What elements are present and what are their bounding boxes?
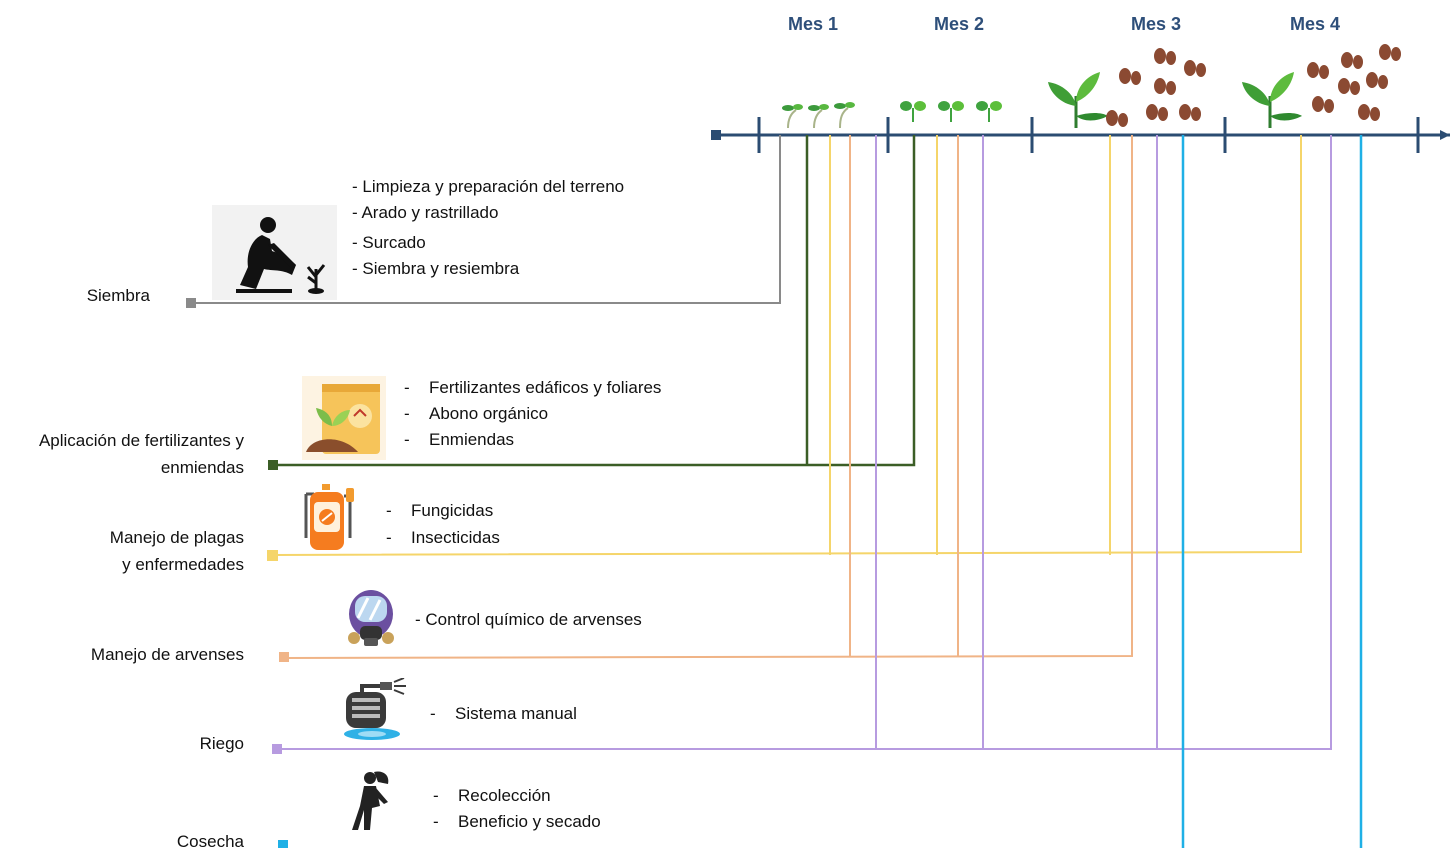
siembra-activity-item: - Limpieza y preparación del terreno — [352, 177, 625, 196]
riego-marker — [272, 744, 282, 754]
plagas-connector — [271, 135, 1302, 556]
siembra-marker — [186, 298, 196, 308]
bullet: - — [404, 404, 410, 423]
bullet: - — [433, 812, 439, 831]
fertilizantes-connector — [274, 135, 916, 467]
harvester-person-icon — [352, 771, 389, 830]
month-label: Mes 4 — [1290, 14, 1341, 34]
siembra-activity-item: - Siembra y resiembra — [352, 259, 520, 278]
timeline — [711, 117, 1450, 153]
category-cosecha: Cosecha — [176, 832, 244, 848]
cosecha-activity-item: Recolección — [458, 786, 551, 805]
bullet: - — [386, 501, 392, 520]
arvenses-activity-item: - Control químico de arvenses — [415, 610, 642, 629]
category-arvenses: Manejo de arvenses — [90, 645, 244, 664]
month-label: Mes 1 — [788, 14, 839, 34]
category-siembra: Siembra — [86, 286, 150, 305]
bullet: - — [433, 786, 439, 805]
month-label: Mes 3 — [1131, 14, 1182, 34]
fertilizantes-activity-item: Fertilizantes edáficos y foliares — [429, 378, 662, 397]
month-label: Mes 2 — [934, 14, 985, 34]
fertilizantes-activity-item: Abono orgánico — [429, 404, 549, 423]
riego-activity-item: Sistema manual — [455, 704, 577, 723]
bullet: - — [404, 430, 410, 449]
hose-icon — [344, 678, 406, 740]
cosecha-connector — [1181, 135, 1363, 848]
riego-connector — [277, 135, 1332, 750]
gas-mask-icon — [348, 590, 394, 646]
arvenses-connector — [283, 135, 1133, 659]
category-plagas-line1: Manejo de plagas — [109, 528, 244, 547]
siembra-activity-item: - Arado y rastrillado — [352, 203, 499, 222]
fertilizantes-activity-item: Enmiendas — [429, 430, 515, 449]
sprout-icon — [900, 101, 1002, 122]
bullet: - — [386, 528, 392, 547]
plagas-activity-item: Insecticidas — [411, 528, 500, 547]
fertilizantes-marker — [268, 460, 278, 470]
category-fertilizantes-line1: Aplicación de fertilizantes y — [38, 431, 244, 450]
siembra-activity-item: - Surcado — [352, 233, 426, 252]
siembra-connector — [191, 135, 781, 304]
category-plagas: Manejo de plagas y enfermedades — [20, 524, 244, 578]
bullet: - — [404, 378, 410, 397]
plagas-marker — [267, 550, 278, 561]
timeline-arrow — [1440, 130, 1450, 140]
sprayer-icon — [304, 484, 354, 550]
planting-person-icon — [212, 205, 337, 300]
category-fertilizantes: Aplicación de fertilizantes y enmiendas — [0, 427, 244, 481]
category-fertilizantes-line2: enmiendas — [160, 458, 244, 477]
arvenses-marker — [279, 652, 289, 662]
cosecha-marker — [278, 840, 288, 848]
bullet: - — [430, 704, 436, 723]
beans-icon — [1106, 44, 1401, 127]
category-riego: Riego — [199, 734, 244, 753]
fertilizer-bag-icon — [302, 376, 386, 460]
category-plagas-line2: y enfermedades — [122, 555, 244, 574]
plagas-activity-item: Fungicidas — [411, 501, 494, 520]
cosecha-activity-item: Beneficio y secado — [458, 812, 601, 831]
seedling-icon — [782, 102, 855, 129]
plant-icon — [1048, 72, 1302, 128]
